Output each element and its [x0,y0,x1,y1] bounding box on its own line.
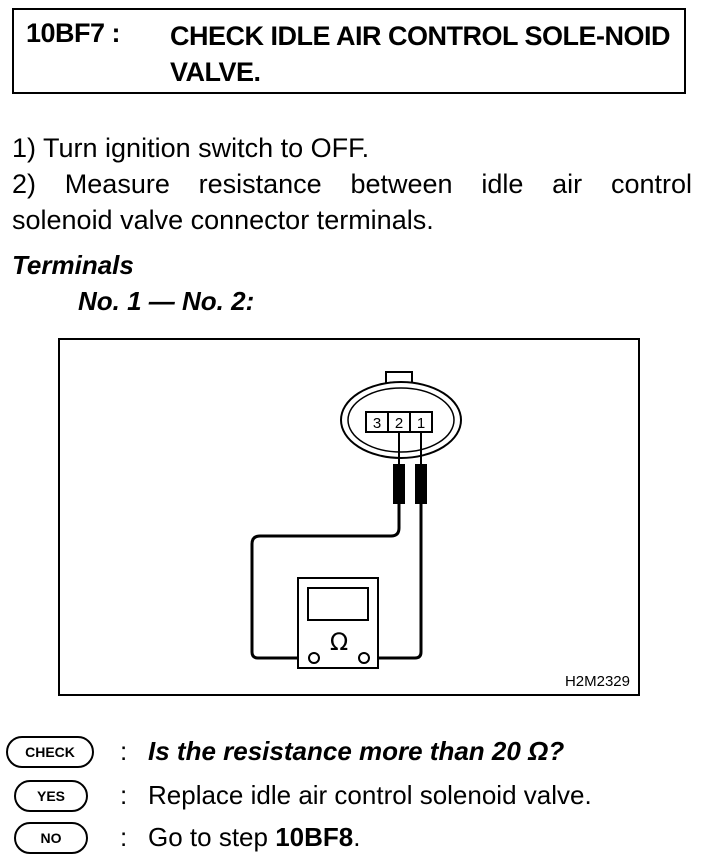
wire-right [374,504,423,660]
pin-label-3: 3 [373,415,381,432]
figure-id: H2M2329 [564,673,630,690]
instruction-1: 1) Turn ignition switch to OFF. [12,133,370,163]
yes-badge: YES [14,780,88,812]
meter-jack-right [358,652,370,664]
probe-handle-left [393,464,405,504]
check-question: Is the resistance more than 20 Ω? [148,736,565,766]
yes-action: Replace idle air control solenoid valve. [148,780,592,810]
wire-left [250,504,401,660]
instruction-2-cont: solenoid valve connector terminals. [12,205,434,235]
no-action-suffix: . [353,822,361,852]
step-title: CHECK IDLE AIR CONTROL SOLE-NOID VALVE. [170,21,671,87]
pin-label-2: 2 [395,415,403,432]
pin-label-1: 1 [417,415,425,432]
yes-colon: : [120,780,128,810]
no-action-step-link: 10BF8 [275,822,354,852]
no-action-prefix: Go to step [148,822,276,852]
connector-inner [347,387,455,453]
no-action: Go to step 10BF8. [148,822,360,853]
check-colon: : [120,736,128,766]
ohm-symbol: Ω [330,628,348,656]
ohmmeter-display [307,587,369,621]
step-header-box: 10BF7 : CHECK IDLE AIR CONTROL SOLE-NOID… [12,8,686,94]
meter-jack-left [308,652,320,664]
instructions: 1) Turn ignition switch to OFF. 2) Measu… [12,130,692,238]
probe-handle-right [415,464,427,504]
measurement-diagram: 3 2 1 Ω H2M2329 [58,338,640,696]
instruction-2: 2) Measure resistance between idle air c… [12,169,692,199]
terminals-heading: Terminals [12,250,134,280]
terminals-value: No. 1 — No. 2: [78,286,255,316]
no-badge: NO [14,822,88,854]
no-colon: : [120,822,128,852]
step-id: 10BF7 : [26,18,121,48]
diagram-drawing: 3 2 1 Ω [250,371,462,669]
check-badge: CHECK [6,736,94,768]
